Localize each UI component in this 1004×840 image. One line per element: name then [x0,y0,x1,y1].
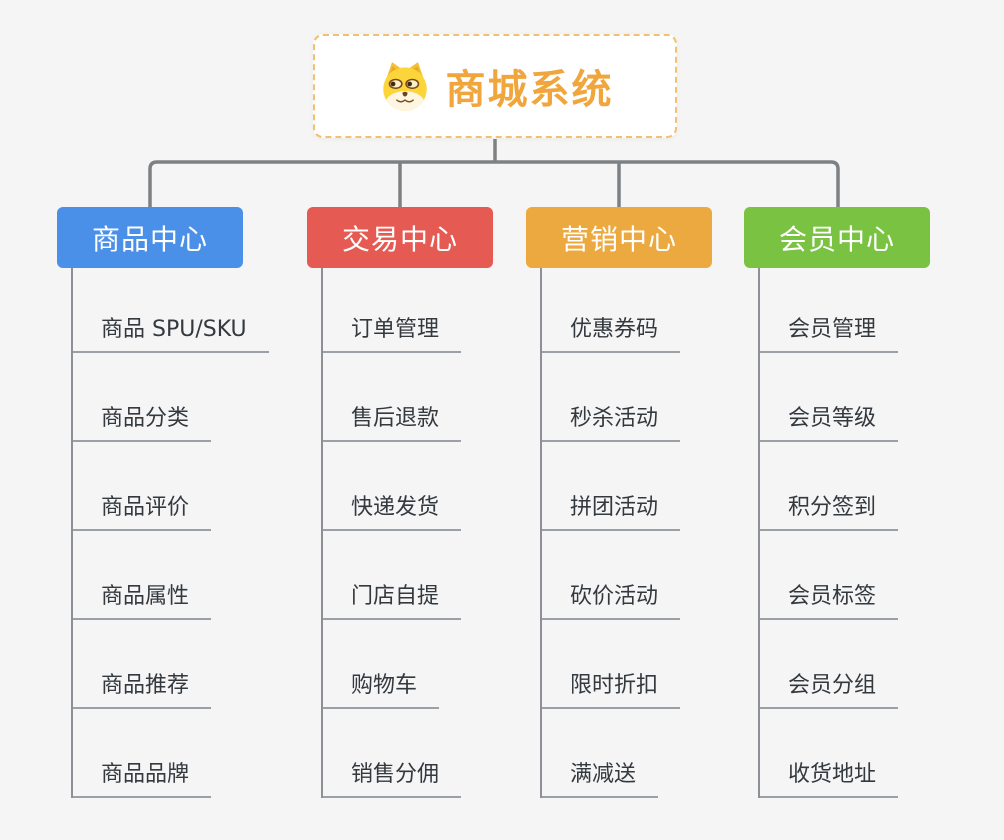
leaf-node[interactable]: 商品 SPU/SKU [71,311,269,353]
leaf-node[interactable]: 订单管理 [321,311,462,353]
branch-vertical-line [321,268,323,798]
leaf-node[interactable]: 售后退款 [321,400,462,442]
leaf-node[interactable]: 收货地址 [758,756,899,798]
leaf-node[interactable]: 商品品牌 [71,756,212,798]
leaf-node[interactable]: 优惠券码 [540,311,681,353]
leaf-node[interactable]: 秒杀活动 [540,400,681,442]
leaf-node[interactable]: 限时折扣 [540,667,681,709]
root-node[interactable]: 商城系统 [313,34,677,138]
leaf-node[interactable]: 砍价活动 [540,578,681,620]
leaf-node[interactable]: 会员管理 [758,311,899,353]
leaf-node[interactable]: 商品评价 [71,489,212,531]
leaf-node[interactable]: 会员分组 [758,667,899,709]
branch-node-member[interactable]: 会员中心 [744,207,930,268]
branch-column-marketing: 营销中心 优惠券码 秒杀活动 拼团活动 砍价活动 限时折扣 满减送 [526,207,712,798]
leaf-node[interactable]: 购物车 [321,667,440,709]
leaf-node[interactable]: 会员标签 [758,578,899,620]
leaf-node[interactable]: 满减送 [540,756,659,798]
branch-vertical-line [71,268,73,798]
branch-column-product: 商品中心 商品 SPU/SKU 商品分类 商品评价 商品属性 商品推荐 商品品牌 [57,207,269,798]
branch-node-product[interactable]: 商品中心 [57,207,243,268]
leaf-node[interactable]: 会员等级 [758,400,899,442]
leaf-node[interactable]: 商品分类 [71,400,212,442]
leaf-node[interactable]: 拼团活动 [540,489,681,531]
leaf-node[interactable]: 门店自提 [321,578,462,620]
branch-node-trade[interactable]: 交易中心 [307,207,493,268]
branch-vertical-line [540,268,542,798]
leaf-node[interactable]: 销售分佣 [321,756,462,798]
leaf-node[interactable]: 商品推荐 [71,667,212,709]
leaf-node[interactable]: 商品属性 [71,578,212,620]
branch-node-marketing[interactable]: 营销中心 [526,207,712,268]
root-title: 商城系统 [445,67,614,113]
leaf-node[interactable]: 积分签到 [758,489,899,531]
leaf-node[interactable]: 快递发货 [321,489,462,531]
branch-column-trade: 交易中心 订单管理 售后退款 快递发货 门店自提 购物车 销售分佣 [307,207,493,798]
dog-face-icon [377,60,433,112]
branch-vertical-line [758,268,760,798]
branch-column-member: 会员中心 会员管理 会员等级 积分签到 会员标签 会员分组 收货地址 [744,207,930,798]
